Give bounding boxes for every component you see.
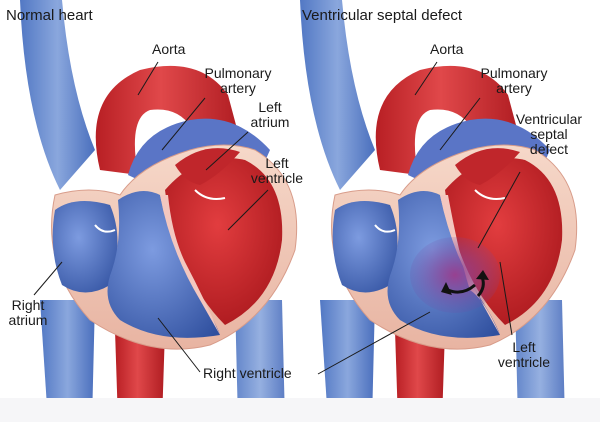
- label-right-atrium: Right atrium: [8, 297, 48, 328]
- leader-right-ventricle-vsd: [317, 311, 431, 375]
- leader-right-ventricle-normal: [157, 317, 201, 373]
- leader-left-atrium: [205, 131, 249, 171]
- vsd-vessel-right: [515, 300, 565, 422]
- vsd-inferior-vena-cava: [320, 300, 375, 422]
- right-ventricle: [107, 191, 220, 338]
- label-vsd-pulmonary-artery: Pulmonary artery: [480, 65, 548, 96]
- leader-right-atrium: [33, 261, 63, 296]
- leader-left-ventricle: [227, 189, 269, 231]
- normal-heart: [20, 0, 298, 422]
- right-atrium: [52, 201, 118, 293]
- label-left-atrium: Left atrium: [250, 99, 290, 130]
- footer-divider: [0, 398, 600, 422]
- leader-pulmonary-artery: [161, 97, 206, 151]
- vsd-mitral-valve: [474, 189, 506, 200]
- label-vsd-left-ventricle: Left ventricle: [497, 339, 551, 370]
- vsd-tricuspid-valve: [374, 224, 396, 233]
- superior-vena-cava: [20, 0, 95, 190]
- septal-defect-mixing: [410, 237, 500, 313]
- inferior-vena-cava: [40, 300, 95, 422]
- leader-vsd-aorta: [414, 61, 438, 96]
- leader-aorta: [137, 61, 159, 96]
- left-atrium: [175, 148, 240, 185]
- vsd-title: Ventricular septal defect: [302, 7, 463, 24]
- leader-lines: [33, 61, 521, 375]
- label-aorta: Aorta: [152, 41, 186, 57]
- mitral-valve: [194, 189, 226, 200]
- leader-vsd-left-ventricle: [499, 261, 513, 336]
- shunt-flow-arrowhead-left: [441, 282, 452, 295]
- vsd-superior-vena-cava: [300, 0, 375, 190]
- septum: [160, 195, 220, 335]
- label-right-ventricle: Right ventricle: [203, 365, 292, 381]
- leader-vsd-pulmonary-artery: [439, 97, 481, 151]
- label-left-ventricle: Left ventricle: [250, 155, 304, 186]
- normal-heart-title: Normal heart: [6, 7, 93, 24]
- descending-aorta-right: [235, 300, 285, 422]
- label-pulmonary-artery: Pulmonary artery: [204, 65, 272, 96]
- leader-septal-defect: [477, 171, 521, 249]
- vsd-right-atrium: [332, 201, 398, 293]
- shunt-flow-arrow-left: [447, 283, 476, 294]
- label-vsd-aorta: Aorta: [430, 41, 464, 57]
- tricuspid-valve: [94, 224, 116, 233]
- shunt-flow-arrowhead-up: [476, 270, 489, 280]
- vsd-pulmonary-artery: [408, 118, 550, 190]
- vsd-septum: [440, 195, 500, 335]
- vsd-left-atrium: [455, 148, 520, 185]
- label-ventricular-septal-defect: Ventricular septal defect: [515, 111, 583, 157]
- pulmonary-artery: [128, 118, 270, 190]
